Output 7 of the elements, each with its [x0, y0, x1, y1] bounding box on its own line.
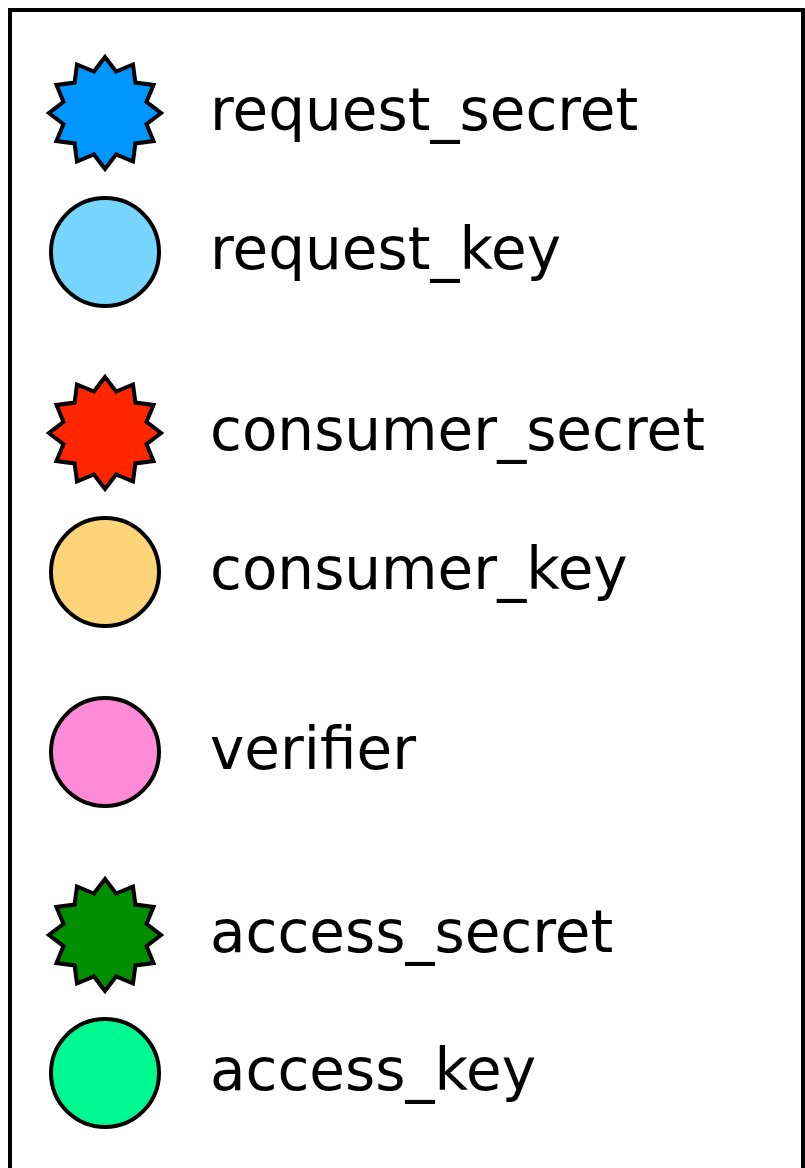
legend-label: verifier: [210, 714, 417, 784]
legend-label: consumer_secret: [210, 395, 705, 465]
legend-label: consumer_key: [210, 534, 628, 604]
legend-label: request_key: [210, 214, 561, 284]
legend-label: access_secret: [210, 897, 614, 967]
legend-label: request_secret: [210, 75, 639, 145]
legend-label: access_key: [210, 1035, 536, 1105]
